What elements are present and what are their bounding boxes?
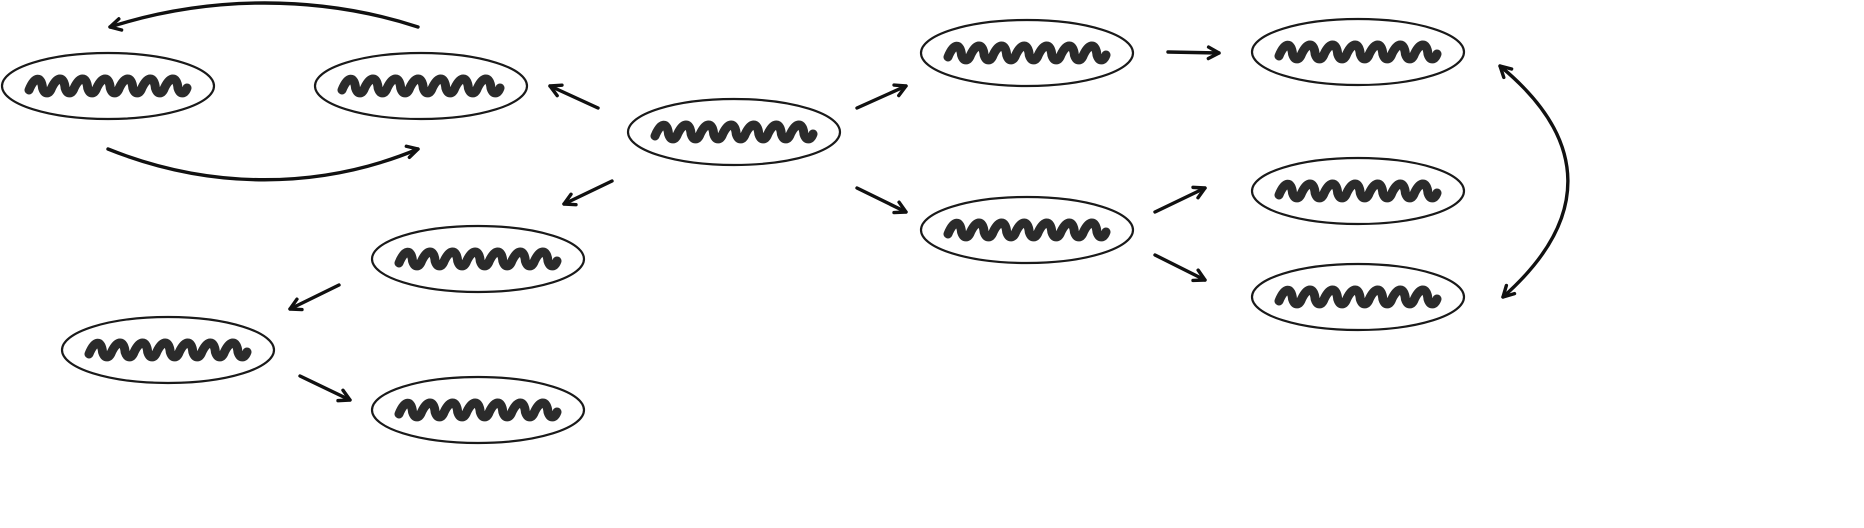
- edge-line: [1166, 50, 1221, 55]
- edge-line: [106, 147, 420, 182]
- edge-n9-to-n12: [1153, 253, 1207, 283]
- edge-n7-to-n8: [855, 83, 908, 110]
- edge-n12-to-n10: [1498, 64, 1514, 80]
- scribble-placeholder-icon: [24, 74, 192, 98]
- scribble-placeholder-icon: [337, 74, 505, 98]
- node-n2: [313, 51, 529, 121]
- arrowhead-icon: [1191, 268, 1207, 283]
- edge-line: [108, 1, 420, 29]
- edge-n10-to-n12: [1498, 64, 1570, 299]
- arrowhead-icon: [548, 83, 564, 98]
- node-n12: [1250, 262, 1466, 332]
- edge-n7-to-n9: [855, 186, 908, 215]
- edge-line: [1153, 253, 1207, 282]
- edge-line: [1153, 186, 1207, 214]
- edge-n3-to-n4: [288, 283, 341, 312]
- edge-n8-to-n10: [1166, 45, 1221, 61]
- edge-n7-to-n2: [548, 83, 600, 110]
- scribble-placeholder-icon: [1274, 285, 1442, 309]
- node-n11: [1250, 156, 1466, 226]
- edge-line: [288, 283, 341, 311]
- arrowhead-icon: [562, 192, 578, 207]
- edge-line: [298, 374, 352, 402]
- edge-n7-to-n3: [562, 179, 614, 207]
- edge-line: [855, 84, 908, 110]
- node-n4: [60, 315, 276, 385]
- scribble-placeholder-icon: [943, 218, 1111, 242]
- node-n8: [919, 18, 1135, 88]
- arrowhead-icon: [404, 144, 420, 160]
- edge-line: [855, 186, 908, 214]
- edges-layer: [106, 1, 1570, 403]
- arrowhead-icon: [336, 388, 352, 403]
- arrowhead-icon: [1191, 185, 1207, 200]
- edge-line: [1498, 64, 1570, 299]
- scribble-placeholder-icon: [394, 247, 562, 271]
- arrowhead-icon: [1206, 45, 1221, 61]
- scribble-placeholder-icon: [650, 120, 818, 144]
- edge-line: [562, 179, 614, 206]
- arrowhead-icon: [892, 83, 908, 98]
- arrowhead-icon: [108, 17, 124, 32]
- edge-n9-to-n11: [1153, 185, 1207, 214]
- node-n9: [919, 195, 1135, 265]
- scribble-placeholder-icon: [1274, 179, 1442, 203]
- edge-line: [548, 84, 600, 110]
- arrowhead-icon: [1498, 64, 1514, 80]
- arrowhead-icon: [892, 200, 908, 215]
- edge-n1-to-n2: [106, 144, 420, 182]
- edge-n4-to-n5: [298, 374, 352, 403]
- scribble-placeholder-icon: [394, 398, 562, 422]
- scribble-placeholder-icon: [1274, 40, 1442, 64]
- node-n10: [1250, 17, 1466, 87]
- node-n1: [0, 51, 216, 121]
- nodes-layer: [0, 17, 1466, 445]
- node-n5: [370, 375, 586, 445]
- edge-n2-to-n1: [108, 1, 420, 32]
- scribble-placeholder-icon: [84, 338, 252, 362]
- arrowhead-icon: [1501, 283, 1517, 299]
- node-n3: [370, 224, 586, 294]
- arrowhead-icon: [288, 297, 304, 312]
- scribble-placeholder-icon: [943, 41, 1111, 65]
- node-n7: [626, 97, 842, 167]
